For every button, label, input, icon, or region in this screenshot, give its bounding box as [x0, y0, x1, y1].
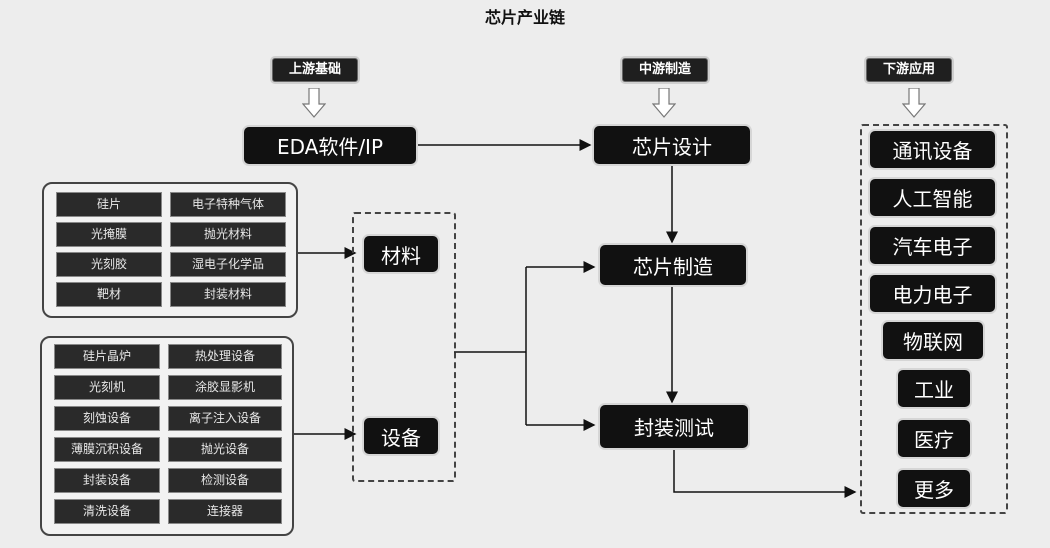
materials-equipment-group: [352, 212, 456, 482]
equipment-cell: 光刻机: [54, 375, 160, 400]
equipment-cell: 离子注入设备: [168, 406, 282, 431]
equipment-box: 设备: [364, 418, 438, 454]
down-arrow-icon: [302, 88, 326, 118]
equipment-panel: 硅片晶炉 热处理设备 光刻机 涂胶显影机 刻蚀设备 离子注入设备 薄膜沉积设备 …: [40, 336, 294, 536]
stage-tag-upstream: 上游基础: [272, 58, 358, 82]
eda-box: EDA软件/IP: [244, 127, 416, 164]
material-cell: 靶材: [56, 282, 162, 307]
connector-packaging-down: [673, 448, 857, 498]
equipment-cell: 热处理设备: [168, 344, 282, 369]
material-cell: 封装材料: [170, 282, 286, 307]
material-cell: 湿电子化学品: [170, 252, 286, 277]
materials-box: 材料: [364, 236, 438, 272]
equipment-cell: 涂胶显影机: [168, 375, 282, 400]
material-cell: 光刻胶: [56, 252, 162, 277]
equipment-cell: 连接器: [168, 499, 282, 524]
application-box: 物联网: [883, 322, 983, 359]
downstream-applications-group: [860, 124, 1008, 514]
material-cell: 光掩膜: [56, 222, 162, 247]
equipment-cell: 检测设备: [168, 468, 282, 493]
equipment-cell: 清洗设备: [54, 499, 160, 524]
stage-tag-midstream: 中游制造: [622, 58, 708, 82]
application-box: 通讯设备: [870, 131, 995, 168]
down-arrow-icon: [902, 88, 926, 118]
equipment-cell: 薄膜沉积设备: [54, 437, 160, 462]
application-box: 更多: [898, 470, 970, 507]
equipment-cell: 封装设备: [54, 468, 160, 493]
diagram-title: 芯片产业链: [484, 8, 565, 27]
packaging-testing-box: 封装测试: [600, 405, 748, 448]
materials-panel: 硅片 电子特种气体 光掩膜 抛光材料 光刻胶 湿电子化学品 靶材 封装材料: [42, 182, 298, 318]
application-box: 工业: [898, 370, 970, 407]
equipment-cell: 抛光设备: [168, 437, 282, 462]
application-box: 医疗: [898, 420, 970, 457]
down-arrow-icon: [652, 88, 676, 118]
application-box: 汽车电子: [870, 227, 995, 264]
material-cell: 硅片: [56, 192, 162, 217]
equipment-cell: 刻蚀设备: [54, 406, 160, 431]
material-cell: 抛光材料: [170, 222, 286, 247]
application-box: 电力电子: [870, 275, 995, 312]
stage-tag-downstream: 下游应用: [866, 58, 952, 82]
material-cell: 电子特种气体: [170, 192, 286, 217]
equipment-cell: 硅片晶炉: [54, 344, 160, 369]
chip-design-box: 芯片设计: [594, 126, 750, 164]
chip-manufacturing-box: 芯片制造: [600, 245, 746, 285]
application-box: 人工智能: [870, 179, 995, 216]
